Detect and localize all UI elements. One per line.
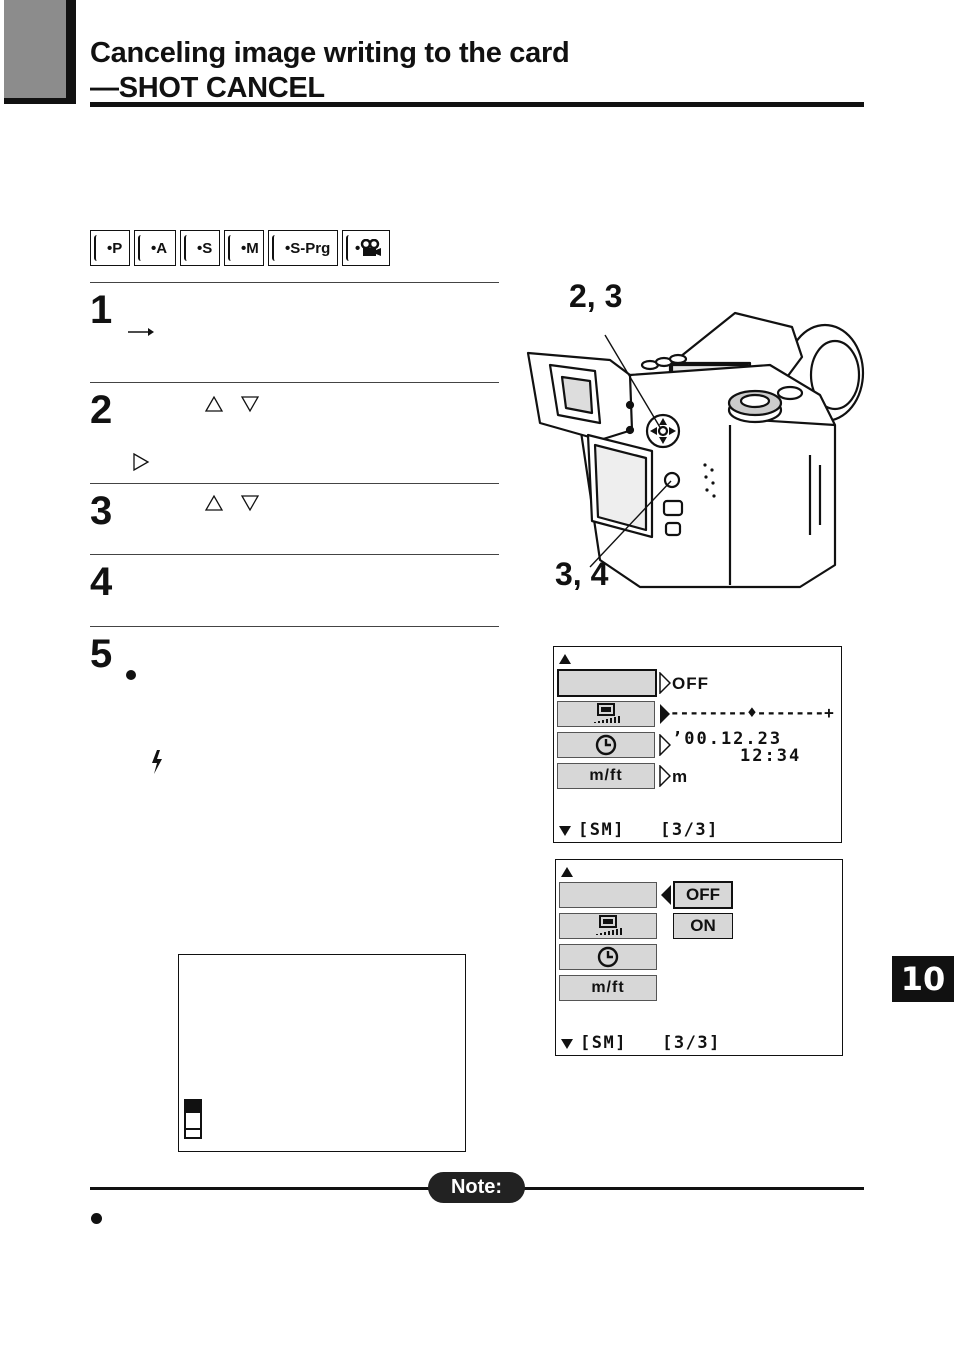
card-access-icon — [184, 1099, 202, 1139]
chapter-number-tab: 10 — [892, 956, 954, 1002]
monitor-brightness-icon — [596, 915, 622, 935]
date-time-menu-item[interactable] — [557, 732, 655, 758]
step-rule — [90, 554, 499, 555]
page-indicator: [SM] [3/3] — [580, 1033, 721, 1053]
up-down-arrow-icon — [204, 395, 260, 413]
clock-icon — [595, 734, 617, 756]
mode-m-icon: •M — [224, 230, 264, 266]
page-title: Canceling image writing to the card —SHO… — [90, 36, 570, 106]
title-line-1: Canceling image writing to the card — [90, 37, 570, 69]
unit-menu-item[interactable]: m/ft — [557, 763, 655, 789]
camera-illustration — [526, 311, 865, 589]
lcd-menu-screen-1: OFF --------♦-------+ ’00.12.23 12:34 m/… — [553, 646, 842, 843]
monitor-brightness-menu-item[interactable] — [557, 701, 655, 727]
mode-p-icon: •P — [90, 230, 130, 266]
time-value: 12:34 — [740, 746, 802, 766]
monitor-brightness-icon — [594, 703, 620, 723]
step-number-3: 3 — [90, 489, 113, 533]
unit-label: m/ft — [589, 767, 623, 784]
mode-icons: •P •A •S •M •S-Prg • — [90, 230, 390, 266]
date-value: ’00.12.23 — [672, 729, 783, 749]
option-on[interactable]: ON — [673, 913, 733, 939]
right-pointer-filled-icon — [660, 704, 670, 724]
arrow-right-icon — [128, 328, 154, 336]
shot-cancel-value: OFF — [672, 674, 709, 693]
movie-camera-icon — [361, 239, 382, 256]
chapter-side-tab — [4, 0, 76, 104]
callout-3-4: 3, 4 — [555, 556, 609, 592]
right-pointer-icon — [659, 765, 671, 787]
monitor-brightness-menu-item[interactable] — [559, 913, 657, 939]
title-line-2: —SHOT CANCEL — [90, 72, 325, 104]
step-number-5: 5 — [90, 632, 113, 676]
scroll-down-icon — [559, 826, 571, 836]
step-number-4: 4 — [90, 560, 113, 604]
step-rule — [90, 626, 499, 627]
mode-a-icon: •A — [134, 230, 176, 266]
left-pointer-icon — [661, 885, 671, 905]
step-number-1: 1 — [90, 288, 113, 332]
flash-icon — [152, 750, 162, 774]
right-pointer-icon — [659, 734, 671, 756]
mode-s-prg-icon: •S-Prg — [268, 230, 338, 266]
shot-cancel-menu-item[interactable] — [557, 669, 657, 697]
step-rule — [90, 382, 499, 383]
right-pointer-icon — [659, 672, 671, 694]
unit-value: m — [672, 767, 690, 786]
scroll-up-icon — [561, 867, 573, 877]
title-rule — [90, 102, 864, 107]
step-number-2: 2 — [90, 388, 113, 432]
option-off[interactable]: OFF — [673, 881, 733, 909]
step-rule — [90, 282, 499, 283]
brightness-bar: --------♦-------+ — [670, 703, 834, 722]
unit-menu-item[interactable]: m/ft — [559, 975, 657, 1001]
lcd-menu-screen-2: OFF ON m/ft [SM] [3/3] — [555, 859, 843, 1056]
monitor-display — [178, 954, 466, 1152]
bullet — [91, 1213, 102, 1224]
shot-cancel-menu-item[interactable] — [559, 882, 657, 908]
note-label: Note: — [428, 1172, 525, 1203]
mode-s-icon: •S — [180, 230, 220, 266]
unit-label: m/ft — [591, 979, 625, 996]
up-down-arrow-icon — [204, 494, 260, 512]
page-indicator: [SM] [3/3] — [578, 820, 719, 840]
date-time-menu-item[interactable] — [559, 944, 657, 970]
right-arrow-icon — [133, 452, 150, 472]
callout-2-3: 2, 3 — [569, 278, 623, 314]
clock-icon — [597, 946, 619, 968]
mode-movie-icon: • — [342, 230, 390, 266]
bullet — [126, 670, 136, 680]
scroll-down-icon — [561, 1039, 573, 1049]
scroll-up-icon — [559, 654, 571, 664]
step-rule — [90, 483, 499, 484]
